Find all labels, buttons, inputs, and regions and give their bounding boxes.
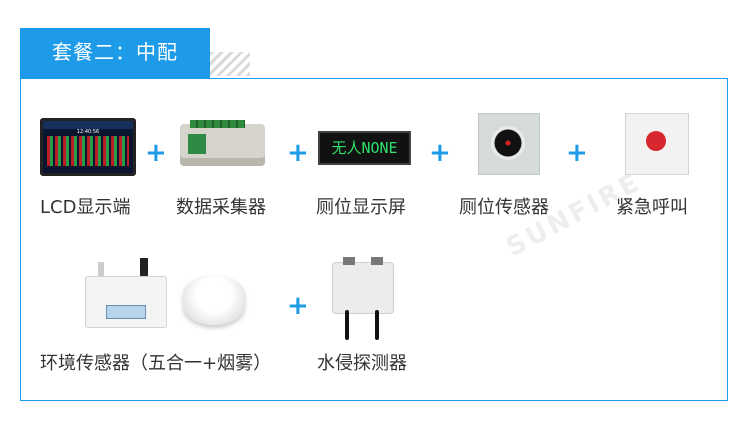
stall-sensor-label: 厕位传感器 <box>459 197 549 218</box>
env-sensor-probe <box>140 258 148 278</box>
plus-icon: + <box>429 138 451 168</box>
water-detector-cable <box>345 310 349 340</box>
plus-icon: + <box>287 291 309 321</box>
stall-display-label: 厕位显示屏 <box>316 197 406 218</box>
emergency-call-image <box>625 113 689 175</box>
emergency-call-label: 紧急呼叫 <box>616 197 688 218</box>
tab-underline <box>20 76 210 78</box>
decorative-stripes <box>210 52 250 76</box>
data-collector-label: 数据采集器 <box>176 197 266 218</box>
lcd-display-image: 12:40:56 <box>40 118 136 176</box>
package-frame <box>20 78 728 401</box>
plus-icon: + <box>566 138 588 168</box>
plus-icon: + <box>287 138 309 168</box>
environment-sensor-image <box>85 276 167 328</box>
water-leak-detector-label: 水侵探测器 <box>317 353 407 374</box>
data-collector-image <box>180 120 265 166</box>
water-leak-detector-image <box>332 257 394 314</box>
environment-sensor-label: 环境传感器（五合一+烟雾） <box>40 353 272 374</box>
plus-icon: + <box>145 138 167 168</box>
package-title: 套餐二：中配 <box>52 40 178 64</box>
lcd-display-label: LCD显示端 <box>40 197 131 218</box>
stall-sensor-image <box>478 113 540 175</box>
stall-display-image: 无人NONE <box>318 131 411 165</box>
smoke-detector-image <box>183 275 245 325</box>
water-detector-cable <box>375 310 379 340</box>
env-sensor-cable <box>98 262 104 276</box>
package-tab: 套餐二：中配 <box>20 28 210 76</box>
